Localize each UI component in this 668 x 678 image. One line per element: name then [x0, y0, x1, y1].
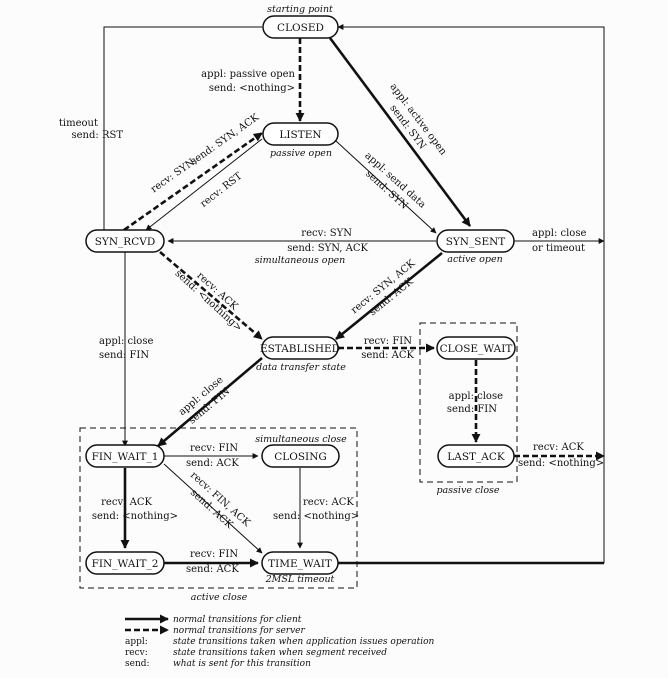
note-passive-close: passive close — [436, 485, 499, 496]
state-closing-label: CLOSING — [274, 451, 327, 463]
state-listen-label: LISTEN — [279, 129, 321, 141]
note-active-close: active close — [191, 592, 248, 603]
note-starting-point: starting point — [267, 4, 333, 15]
label-fw1-ack-1: recv: ACK — [101, 497, 152, 508]
state-fin-wait-2-label: FIN_WAIT_2 — [92, 558, 159, 570]
passive-close-box — [419, 322, 518, 483]
label-est-fin-2: send: ACK — [361, 350, 414, 361]
synack-transition — [335, 251, 443, 341]
label-rcvd-close-2: send: FIN — [99, 350, 149, 361]
state-close-wait: CLOSE_WAIT — [436, 336, 516, 360]
state-last-ack: LAST_ACK — [437, 444, 515, 468]
legend-client-text: normal transitions for client — [173, 615, 302, 625]
label-close-timeout-1: appl: close — [532, 228, 586, 239]
note-active-open: active open — [447, 254, 502, 265]
label-fw2-fin-2: send: ACK — [186, 564, 239, 575]
state-listen: LISTEN — [262, 122, 339, 146]
label-fw1-fin-1: recv: FIN — [190, 443, 238, 454]
state-time-wait-label: TIME_WAIT — [268, 558, 332, 570]
timeout-transition — [103, 26, 262, 231]
legend-appl-key: appl: — [125, 637, 148, 647]
label-passive-open-2: send: <nothing> — [209, 83, 295, 94]
label-sim-open-1: recv: SYN — [301, 228, 352, 239]
note-data-transfer: data transfer state — [256, 362, 346, 373]
note-2msl-timeout: 2MSL timeout — [265, 574, 335, 585]
label-close-timeout-2: or timeout — [532, 243, 585, 254]
legend-recv-desc: state transitions taken when segment rec… — [173, 648, 387, 658]
label-timeout-2: send: RST — [72, 130, 124, 141]
label-closing-ack-2: send: <nothing> — [273, 511, 359, 522]
legend: normal transitions for client normal tra… — [125, 614, 435, 669]
state-syn-sent-label: SYN_SENT — [446, 236, 506, 248]
state-closing: CLOSING — [261, 444, 340, 468]
legend-send-key: send: — [125, 659, 150, 669]
label-la-ack-1: recv: ACK — [533, 442, 584, 453]
est-close-transition — [157, 357, 263, 447]
send-data-transition — [323, 129, 437, 234]
label-cw-close-2: send: FIN — [447, 404, 497, 415]
note-simultaneous-close: simultaneous close — [255, 434, 347, 445]
legend-server-text: normal transitions for server — [173, 626, 305, 636]
state-syn-rcvd: SYN_RCVD — [85, 229, 165, 253]
state-time-wait: TIME_WAIT — [261, 551, 339, 575]
active-close-box — [79, 427, 358, 589]
state-closed: CLOSED — [262, 15, 339, 39]
label-rcvd-close-1: appl: close — [99, 336, 153, 347]
label-fw1-ack-2: send: <nothing> — [92, 511, 178, 522]
label-passive-open-1: appl: passive open — [201, 69, 295, 80]
state-syn-sent: SYN_SENT — [436, 229, 515, 253]
note-simultaneous-open: simultaneous open — [255, 255, 346, 266]
state-last-ack-label: LAST_ACK — [447, 451, 505, 463]
return-closed-line — [337, 24, 605, 563]
listen-syn-transition — [123, 131, 263, 232]
state-fin-wait-1-label: FIN_WAIT_1 — [92, 451, 159, 463]
note-passive-open: passive open — [270, 148, 332, 159]
state-close-wait-label: CLOSE_WAIT — [440, 343, 513, 355]
state-syn-rcvd-label: SYN_RCVD — [95, 236, 156, 248]
label-recv-rst: recv: RST — [198, 171, 244, 210]
legend-recv-key: recv: — [125, 648, 148, 658]
active-open-transition — [328, 37, 472, 227]
state-fin-wait-2: FIN_WAIT_2 — [85, 551, 165, 575]
legend-appl-desc: state transitions taken when application… — [173, 637, 435, 647]
label-cw-close-1: appl: close — [449, 391, 503, 402]
label-closing-ack-1: recv: ACK — [303, 497, 354, 508]
state-closed-label: CLOSED — [277, 22, 324, 34]
fw1-timewait-transition — [163, 463, 263, 554]
label-timeout-1: timeout — [59, 118, 98, 129]
label-est-fin-1: recv: FIN — [364, 336, 412, 347]
label-la-ack-2: send: <nothing> — [518, 458, 604, 469]
label-fw2-fin-1: recv: FIN — [190, 549, 238, 560]
rcvd-ack-transition — [159, 251, 263, 340]
state-established: ESTABLISHED — [260, 336, 340, 360]
legend-send-desc: what is sent for this transition — [173, 659, 311, 669]
state-established-label: ESTABLISHED — [260, 343, 340, 355]
state-fin-wait-1: FIN_WAIT_1 — [85, 444, 165, 468]
recv-rst-transition — [145, 138, 263, 231]
label-sim-open-2: send: SYN, ACK — [287, 243, 368, 254]
label-fw1-fin-2: send: ACK — [186, 458, 239, 469]
